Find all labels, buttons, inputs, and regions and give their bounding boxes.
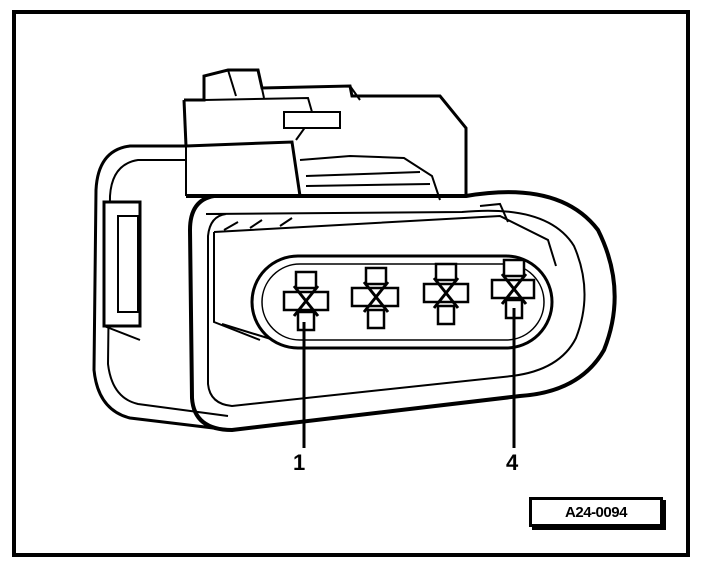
pin-1-label: 1 [293, 450, 306, 475]
pin-face [250, 254, 554, 350]
pin-contact-3 [422, 262, 470, 326]
pin-contact-1 [282, 270, 330, 332]
connector-shell [186, 190, 617, 433]
connector-side-body [92, 144, 231, 432]
reference-code-box: A24-0094 [529, 497, 663, 527]
pin-contact-2 [350, 266, 400, 330]
pin-contact-4 [490, 258, 536, 320]
pin-4-label: 4 [506, 450, 519, 475]
reference-code: A24-0094 [565, 503, 627, 521]
